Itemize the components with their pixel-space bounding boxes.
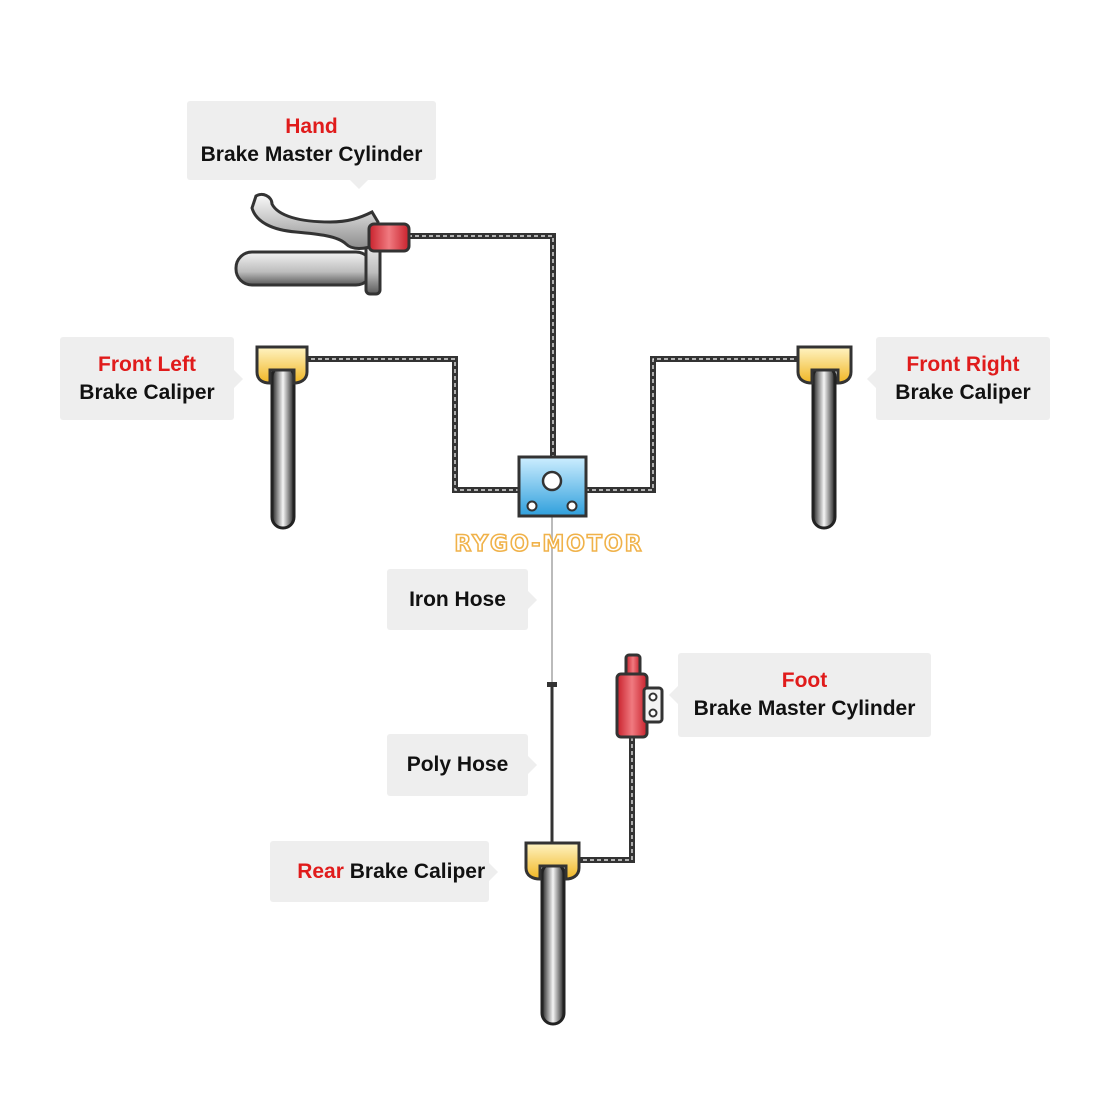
hand-master-cylinder — [367, 222, 411, 253]
handlebar-grip — [234, 250, 374, 287]
callout-front-left-caliper: Front Left Brake Caliper — [60, 337, 243, 420]
brake-distributor — [517, 455, 588, 518]
callout-hand-master-cylinder: Hand Brake Master Cylinder — [187, 101, 436, 189]
callout-front-right-caliper: Front Right Brake Caliper — [867, 337, 1050, 420]
callout-foot-text: Brake Master Cylinder — [693, 697, 916, 720]
callout-hand-highlight: Hand — [285, 114, 338, 138]
front-right-caliper — [796, 345, 853, 385]
hand-brake-assembly — [234, 192, 411, 296]
callout-poly-hose: Poly Hose — [387, 734, 537, 796]
hose-distributor-to-front-left — [308, 356, 520, 493]
callout-iron-hose: Iron Hose — [387, 569, 537, 630]
callout-rear-highlight: Rear — [297, 859, 344, 883]
watermark-logo: RYGO-MOTOR — [454, 531, 644, 558]
callout-rear-caliper: Rear Brake Caliper — [270, 841, 498, 902]
front-right-wheel — [796, 345, 853, 530]
hose-distributor-to-front-right — [585, 356, 797, 493]
brake-lever — [250, 192, 380, 250]
rear-wheel — [524, 841, 581, 1026]
brake-hoses — [308, 233, 797, 863]
callout-rear-text: Brake Caliper — [343, 859, 486, 883]
callout-iron-hose-text: Iron Hose — [409, 587, 506, 611]
callout-front-left-text: Brake Caliper — [79, 380, 215, 404]
front-left-caliper — [255, 345, 309, 385]
callout-front-right-highlight: Front Right — [906, 352, 1020, 376]
callout-foot-highlight: Foot — [781, 669, 828, 692]
callout-poly-hose-text: Poly Hose — [406, 753, 509, 776]
hose-hand-to-distributor — [408, 233, 556, 458]
callout-front-right-text: Brake Caliper — [895, 380, 1031, 404]
callout-foot-master-cylinder: Foot Brake Master Cylinder — [669, 653, 931, 737]
foot-master-cylinder — [615, 653, 664, 739]
callout-hand-text: Brake Master Cylinder — [200, 142, 423, 166]
hose-coupler — [547, 682, 557, 687]
front-left-wheel — [255, 345, 309, 530]
hose-foot-to-rear — [580, 737, 635, 863]
callout-front-left-highlight: Front Left — [98, 352, 196, 376]
rear-caliper — [524, 841, 581, 881]
